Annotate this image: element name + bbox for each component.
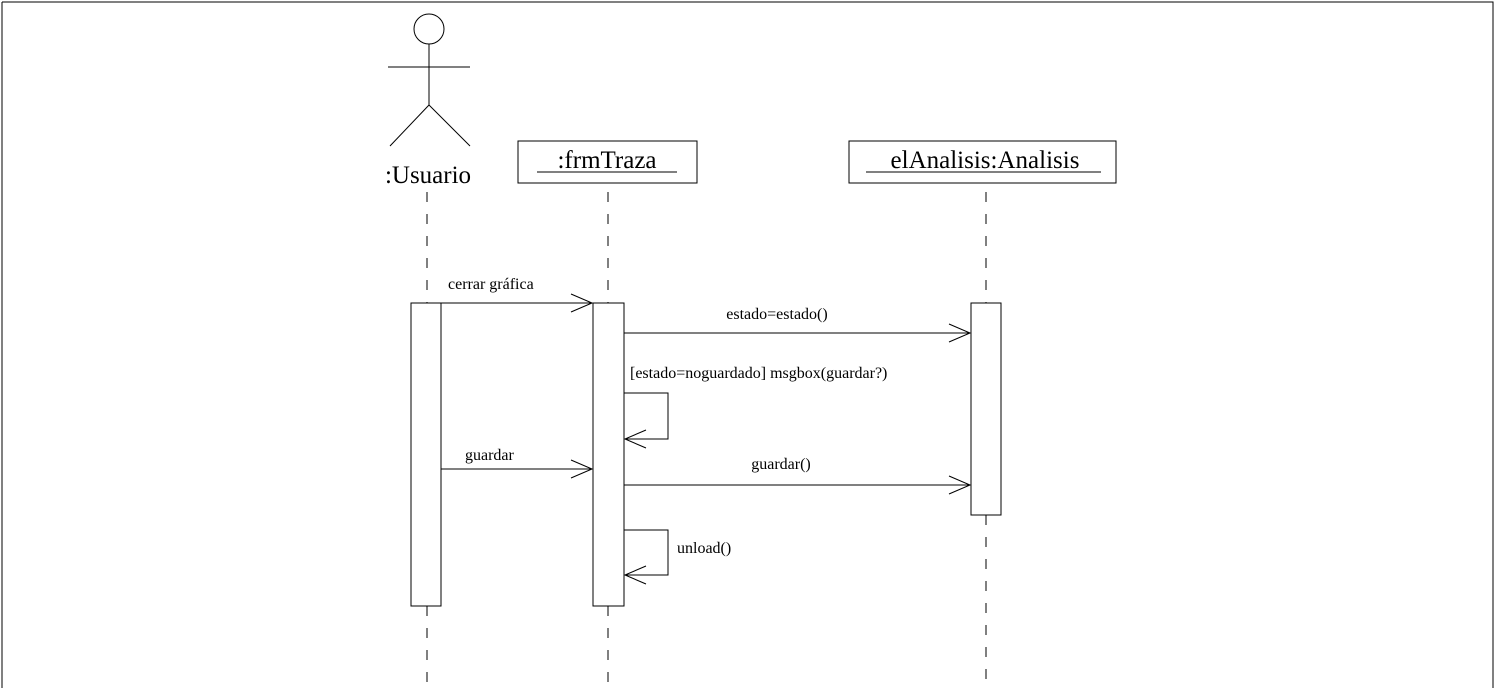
open-arrowhead [623, 565, 647, 585]
message-label: guardar [465, 447, 515, 464]
open-arrowhead [570, 293, 594, 313]
object-elanalisis: elAnalisis:Analisis [848, 140, 1117, 184]
activation-bar-elanalisis [970, 302, 1002, 516]
message-msgbox-self: [estado=noguardado] msgbox(guardar?) [623, 365, 887, 449]
message-guardar-call: guardar() [624, 456, 972, 495]
activation-bar-frmtraza [592, 302, 625, 607]
open-arrowhead [570, 459, 594, 479]
participant-label-elanalisis: elAnalisis:Analisis [891, 147, 1080, 174]
open-arrowhead [948, 475, 972, 495]
open-arrowhead [623, 429, 647, 449]
object-box-frmtraza [517, 140, 698, 184]
actor-right-leg [428, 104, 471, 147]
object-box-elanalisis [848, 140, 1117, 184]
message-cerrar-grafica: cerrar gráfica [441, 276, 594, 313]
message-estado: estado=estado() [624, 306, 972, 343]
participant-label-frmtraza: :frmTraza [557, 147, 656, 174]
actor-left-leg [389, 104, 430, 147]
message-guardar: guardar [441, 447, 594, 479]
message-label: [estado=noguardado] msgbox(guardar?) [630, 365, 887, 382]
message-unload-self: unload() [623, 529, 731, 585]
message-label: guardar() [751, 456, 811, 473]
open-arrowhead [948, 323, 972, 343]
activation-bar-usuario [410, 302, 442, 607]
message-label: cerrar gráfica [448, 276, 534, 293]
message-label: unload() [677, 540, 731, 557]
object-frmtraza: :frmTraza [517, 140, 698, 184]
self-message-loop [624, 529, 669, 576]
message-label: estado=estado() [726, 306, 827, 323]
actor-usuario: :Usuario [385, 13, 471, 189]
self-message-loop [624, 392, 669, 440]
actor-head [413, 13, 445, 45]
participant-label-usuario: :Usuario [385, 162, 471, 189]
